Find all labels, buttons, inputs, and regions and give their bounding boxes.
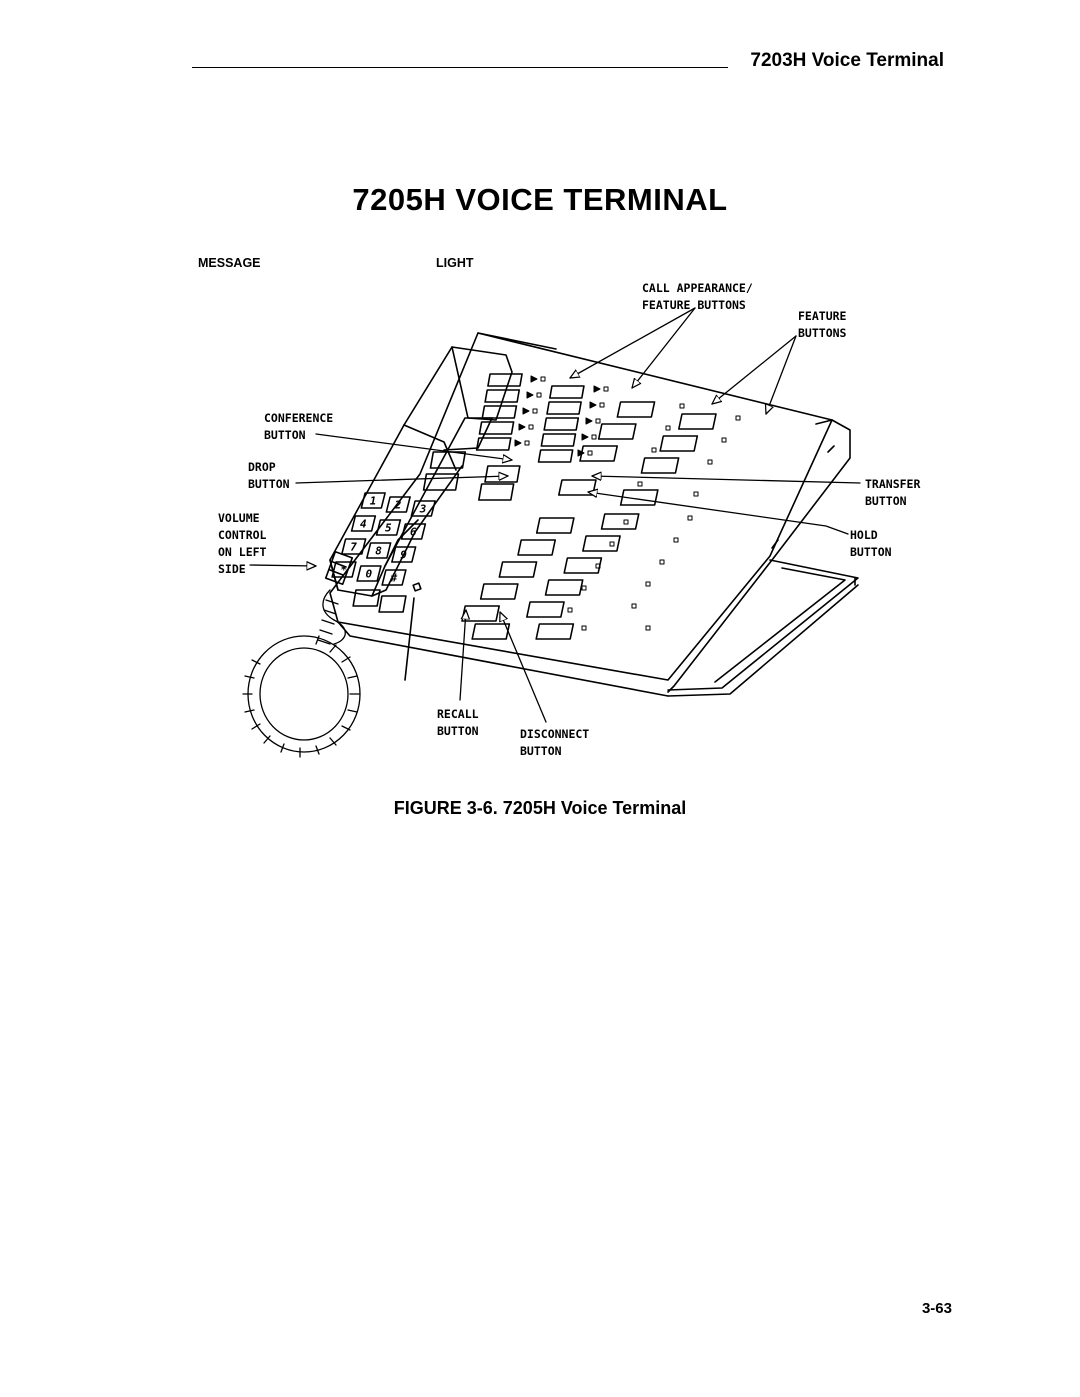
transfer-button xyxy=(484,465,521,483)
phone-stand xyxy=(667,559,859,697)
volume-control xyxy=(324,550,354,586)
feature-buttons xyxy=(461,401,717,640)
header-rule xyxy=(192,67,728,68)
key-4: 4 xyxy=(360,518,367,531)
hold-button xyxy=(478,483,515,501)
light-label: LIGHT xyxy=(436,256,474,270)
key-6: 6 xyxy=(410,526,417,539)
conference-button-callout: CONFERENCE BUTTON xyxy=(264,411,334,442)
leader-lines xyxy=(249,307,861,723)
page-number: 3-63 xyxy=(921,1300,952,1317)
hold-button-callout: HOLD BUTTON xyxy=(850,528,892,559)
call-appearance-buttons xyxy=(475,373,585,463)
transfer-button-callout: TRANSFER BUTTON xyxy=(865,477,921,508)
call-appearance-callout: CALL APPEARANCE/ FEATURE BUTTONS xyxy=(642,281,753,312)
key-3: 3 xyxy=(419,503,427,516)
key-7: 7 xyxy=(350,541,357,554)
feature-buttons-callout: FEATURE BUTTONS xyxy=(798,309,847,340)
recall-button xyxy=(352,589,381,607)
key-9: 9 xyxy=(400,549,407,562)
recall-button-callout: RECALL BUTTON xyxy=(437,707,479,738)
message-label: MESSAGE xyxy=(198,256,261,270)
feature-leds xyxy=(567,403,741,631)
phone-body xyxy=(329,332,851,697)
figure-caption: FIGURE 3-6. 7205H Voice Terminal xyxy=(393,798,687,818)
keypad-labels: 1 2 3 4 5 6 7 8 9 * 0 # xyxy=(341,495,427,585)
coiled-cord xyxy=(242,589,361,758)
key-2: 2 xyxy=(394,499,402,512)
disconnect-button-callout: DISCONNECT BUTTON xyxy=(520,727,590,758)
message-light xyxy=(404,582,422,681)
key-hash: # xyxy=(390,572,398,585)
conference-button xyxy=(429,451,467,469)
key-0: 0 xyxy=(366,568,373,581)
header-section-title: 7203H Voice Terminal xyxy=(750,50,944,71)
status-leds xyxy=(514,375,609,457)
drop-button-callout: DROP BUTTON xyxy=(248,460,290,491)
key-1: 1 xyxy=(370,495,377,508)
page-title: 7205H VOICE TERMINAL xyxy=(352,182,728,217)
key-8: 8 xyxy=(375,545,382,558)
keypad xyxy=(331,492,436,586)
volume-control-callout: VOLUME CONTROL ON LEFT SIDE xyxy=(218,511,267,576)
disconnect-button xyxy=(378,595,407,613)
drop-button xyxy=(422,473,460,491)
key-5: 5 xyxy=(385,522,392,535)
key-star: * xyxy=(341,564,348,577)
